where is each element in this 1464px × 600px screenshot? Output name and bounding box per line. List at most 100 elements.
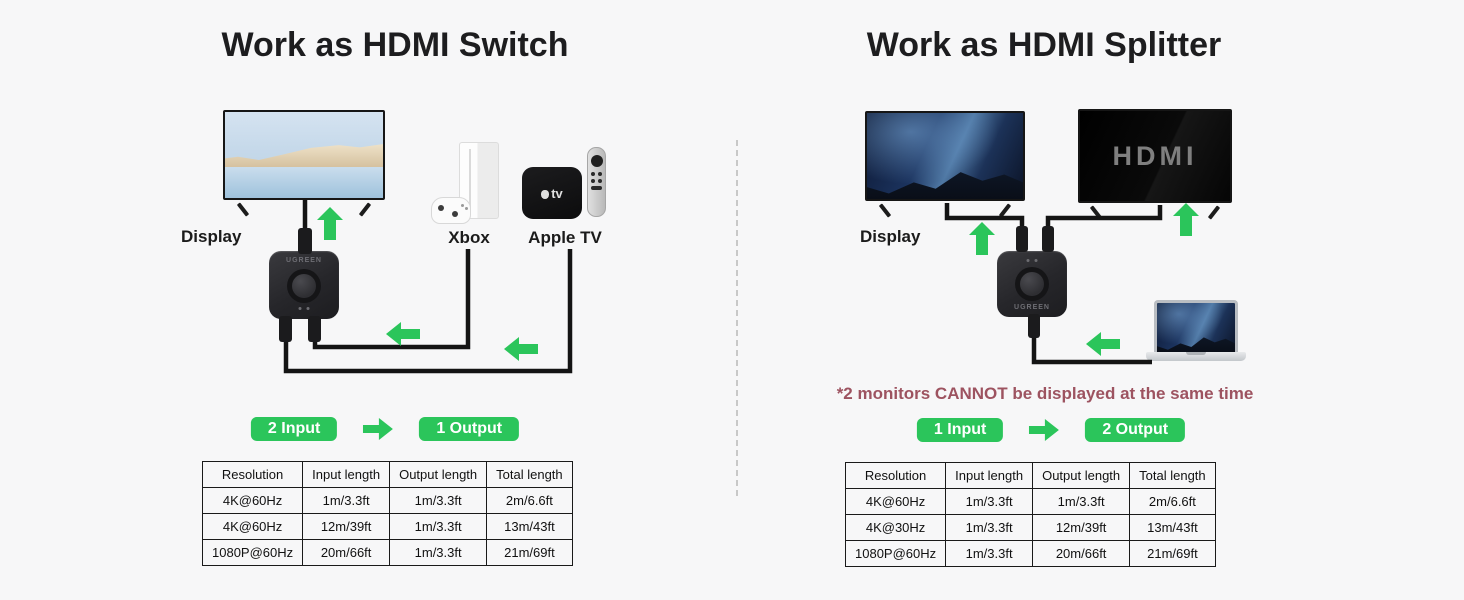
cell-resolution: 4K@60Hz [201,487,304,514]
arrow-right-icon [363,418,394,440]
left-panel-title: Work as HDMI Switch [221,26,569,64]
cell-resolution: 1080P@60Hz [844,540,947,567]
col-header: Input length [302,461,391,488]
desert-wallpaper-screen [223,110,385,200]
table-row: 1080P@60Hz 20m/66ft 1m/3.3ft 21m/69ft [201,539,573,566]
hdmi-splitter-device: UGREEN [997,251,1067,317]
apple-icon [541,189,550,199]
hdmi-tv-monitor: HDMI [1078,109,1232,220]
arrow-up-icon [317,207,343,240]
col-header: Input length [945,462,1034,489]
col-header: Resolution [844,462,947,489]
mountain-graphic [867,172,1023,199]
table-row: 4K@60Hz 1m/3.3ft 1m/3.3ft 2m/6.6ft [201,487,573,514]
tv-foot-right [358,202,372,217]
cell-resolution: 4K@60Hz [201,513,304,540]
switch-port-plug-left [279,316,292,342]
tv-foot-left [878,203,892,218]
xbox-console [431,142,503,224]
cell-total-length: 13m/43ft [1129,514,1216,541]
table-row: 4K@60Hz 1m/3.3ft 1m/3.3ft 2m/6.6ft [844,488,1216,515]
laptop-trackpad-notch [1186,352,1206,355]
display-a-cable [944,203,1025,246]
cell-output-length: 20m/66ft [1032,540,1131,567]
hdmi-tv-screen: HDMI [1078,109,1232,203]
table-row: 4K@60Hz 12m/39ft 1m/3.3ft 13m/43ft [201,513,573,540]
cell-input-length: 20m/66ft [302,539,391,566]
laptop-base [1146,352,1246,361]
cell-output-length: 1m/3.3ft [389,487,488,514]
controller-button-a [461,204,464,207]
right-io-badges: 1 Input 2 Output [916,418,1186,442]
cell-resolution: 4K@60Hz [844,488,947,515]
table-header-row: Resolution Input length Output length To… [201,461,573,488]
tv-foot-left [1089,205,1103,220]
laptop-mountain-graphic [1157,337,1235,353]
cell-input-length: 1m/3.3ft [945,540,1034,567]
cell-output-length: 12m/39ft [1032,514,1131,541]
cell-total-length: 13m/43ft [486,513,573,540]
xbox-controller [431,197,471,224]
output-count-badge: 1 Output [419,417,520,441]
remote-button [591,179,595,183]
left-io-badges: 2 Input 1 Output [250,417,520,441]
right-display-label: Display [860,227,921,246]
arrow-left-icon [504,337,538,361]
arrow-left-icon [1086,332,1120,356]
switch-toggle-button [287,269,321,303]
controller-button-b [465,207,468,210]
left-panel-arrows [317,207,538,361]
cell-resolution: 1080P@60Hz [201,539,304,566]
input-count-badge: 1 Input [916,418,1004,442]
apple-tv-remote [587,147,606,217]
controller-stick-left [438,205,444,211]
col-header: Total length [1129,462,1216,489]
left-display-monitor [223,110,385,217]
col-header: Output length [389,461,488,488]
water-graphic [225,167,383,198]
cell-input-length: 1m/3.3ft [945,514,1034,541]
arrow-left-icon [386,322,420,346]
output-count-badge: 2 Output [1085,418,1186,442]
arrow-up-icon [1173,203,1199,236]
right-panel-title: Work as HDMI Splitter [866,26,1222,64]
table-header-row: Resolution Input length Output length To… [844,462,1216,489]
apple-tv-device: tv [522,147,606,221]
tv-foot-right [998,203,1012,218]
switch-brand-logo: UGREEN [286,257,322,264]
switch-button-cap [292,274,316,298]
tv-foot-left [236,202,250,217]
cell-output-length: 1m/3.3ft [389,513,488,540]
left-display-label: Display [181,227,242,246]
col-header: Resolution [201,461,304,488]
arrow-right-icon [1029,419,1060,441]
cell-output-length: 1m/3.3ft [1032,488,1131,515]
splitter-button-cap [1020,272,1044,296]
col-header: Total length [486,461,573,488]
cell-resolution: 4K@30Hz [844,514,947,541]
remote-button [598,179,602,183]
arrow-up-icon [969,222,995,255]
cell-total-length: 21m/69ft [486,539,573,566]
remote-dpad [590,155,603,167]
splitter-warning-text: *2 monitors CANNOT be displayed at the s… [836,384,1254,403]
xbox-label: Xbox [448,228,490,247]
cell-total-length: 2m/6.6ft [1129,488,1216,515]
apple-tv-logo: tv [541,186,563,201]
laptop-screen [1154,300,1238,353]
remote-volume-button [591,186,602,190]
hdmi-switch-device: UGREEN [269,251,339,319]
tv-foot-right [1207,205,1221,220]
panel-divider [736,140,738,496]
controller-stick-right [452,211,458,217]
apple-tv-label: Apple TV [528,228,602,247]
hdmi-screen-logo: HDMI [1112,140,1198,171]
display-b-cable [1045,205,1163,246]
switch-port-plug-right [308,316,321,342]
cell-output-length: 1m/3.3ft [389,539,488,566]
apple-tv-box: tv [522,167,582,219]
splitter-input-plug-left [1016,226,1028,252]
splitter-toggle-button [1015,267,1049,301]
splitter-spec-table: Resolution Input length Output length To… [844,462,1216,567]
splitter-output-plug [1028,314,1040,338]
